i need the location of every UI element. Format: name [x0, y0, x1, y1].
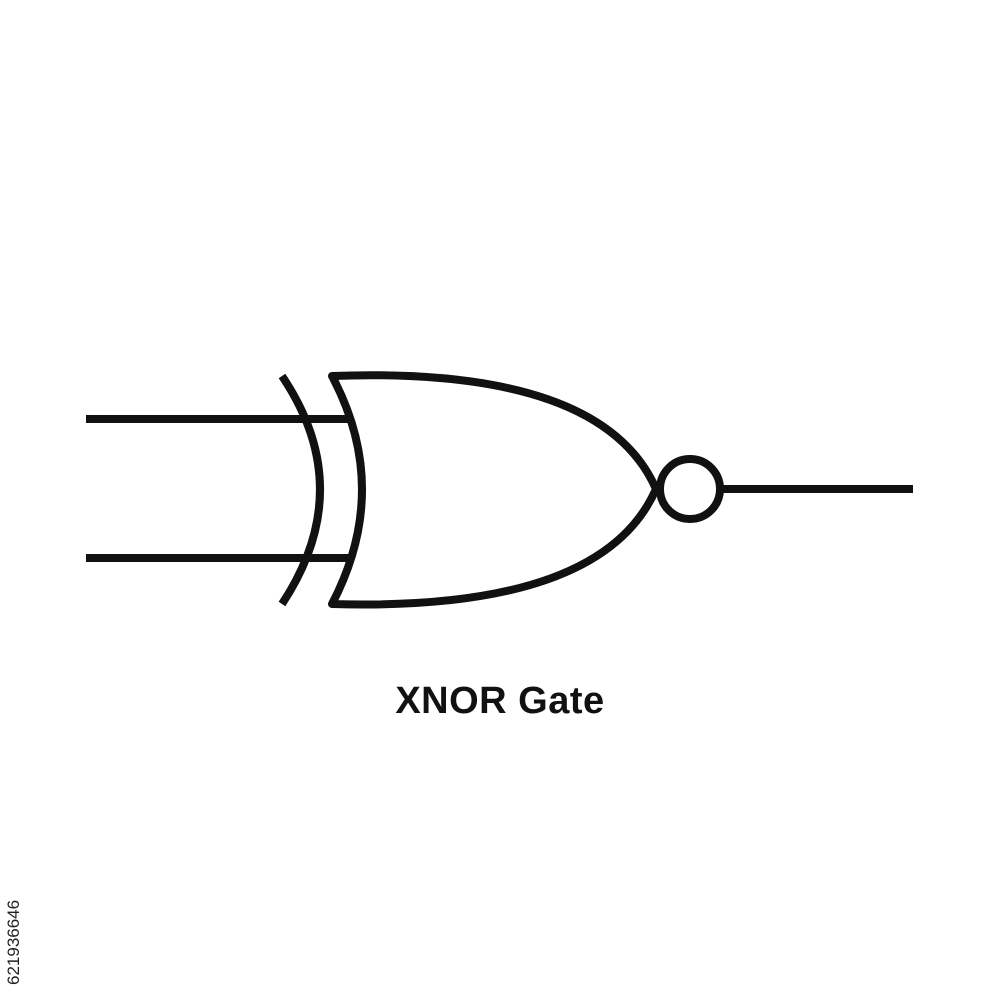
gate-body [328, 371, 660, 609]
inversion-bubble [656, 455, 724, 523]
diagram-caption: XNOR Gate [395, 680, 605, 722]
stock-image-id: 621936646 [4, 899, 23, 985]
xor-input-arc [278, 373, 324, 607]
